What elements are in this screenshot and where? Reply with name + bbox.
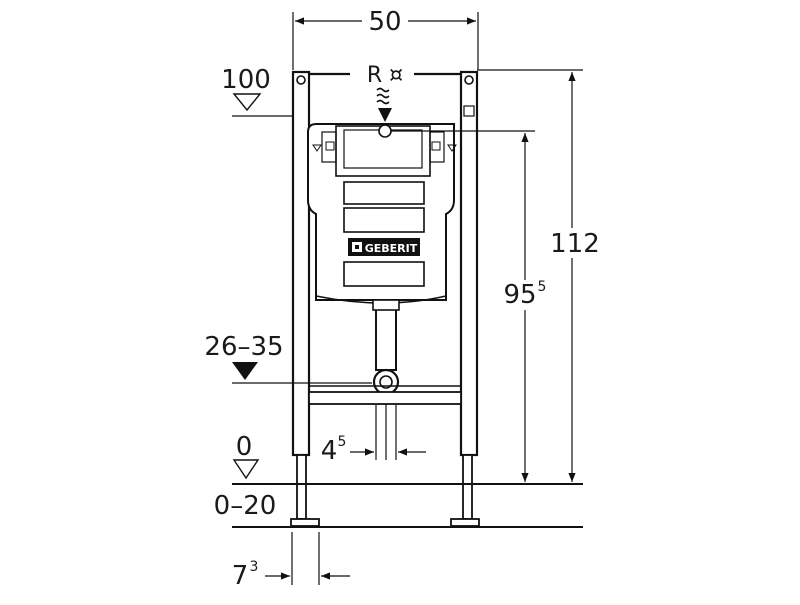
frame-lower-crossbar	[308, 385, 462, 405]
frame-left-upright	[291, 70, 311, 457]
floor-level-label: 0	[236, 432, 253, 462]
top-level-label: 100	[221, 65, 271, 95]
drain-level-label: 26–35	[204, 332, 283, 362]
foot-offset-dimension: 7 3	[232, 532, 350, 591]
height-112-label: 112	[550, 229, 600, 259]
height-955-label-main: 95	[503, 280, 536, 310]
brand-logo: GEBERIT	[348, 238, 420, 256]
height-dimension-955: 95 5	[500, 133, 552, 482]
foot-offset-label-sup: 3	[250, 559, 259, 575]
floor-level-marker: 0	[232, 432, 260, 480]
drain-offset-label-sup: 5	[338, 434, 347, 450]
drain-offset-dimension: 4 5	[321, 405, 426, 466]
concealed-cistern	[307, 123, 457, 304]
frame-right-foot	[450, 454, 480, 527]
top-level-marker: 100	[221, 65, 293, 117]
flush-indicator-waves	[376, 87, 392, 122]
floor-range-label: 0–20	[214, 491, 277, 521]
frame-left-foot	[290, 454, 320, 527]
flush-type-label: R ¤	[367, 63, 403, 88]
foot-offset-label-main: 7	[232, 561, 249, 591]
flush-center-reference	[378, 124, 535, 138]
brand-logo-text: GEBERIT	[365, 242, 418, 255]
frame-right-upright	[459, 70, 479, 457]
width-dimension-label: 50	[368, 7, 401, 37]
height-955-label-sup: 5	[538, 279, 547, 295]
drain-pipe	[372, 299, 400, 460]
width-dimension: 50	[292, 7, 479, 70]
height-dimension-112: 112	[477, 69, 602, 482]
drain-level-marker: 26–35	[204, 332, 372, 384]
drain-offset-label-main: 4	[321, 436, 338, 466]
